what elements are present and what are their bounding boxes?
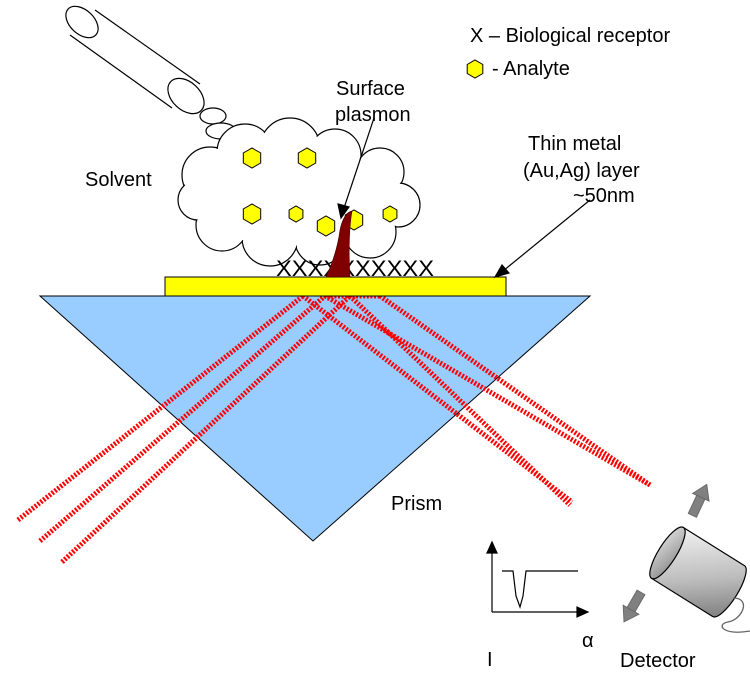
metal-label-3: ~50nm — [573, 185, 635, 207]
light-beam — [16, 294, 305, 522]
surface-plasmon-label-1: Surface — [336, 78, 405, 100]
axis-y-label: I — [487, 649, 493, 671]
surface-plasmon — [325, 210, 353, 278]
light-beams — [16, 293, 652, 564]
legend-analyte-text: - Analyte — [492, 58, 570, 80]
prism-label: Prism — [391, 493, 442, 515]
solvent-cloud — [177, 117, 421, 267]
light-beam — [378, 293, 652, 488]
detector-arrows — [622, 483, 710, 623]
analyte-hexagon — [288, 205, 304, 223]
hexagon-icon — [466, 59, 484, 79]
receptor-row: XXXXXXXXXX — [276, 256, 434, 281]
analyte-hexagon — [382, 205, 398, 223]
detector-label: Detector — [620, 650, 696, 672]
detector-cable — [721, 597, 750, 633]
solvent-label: Solvent — [85, 169, 152, 191]
metal-label-1: Thin metal — [528, 133, 621, 155]
legend-receptor-text: X – Biological receptor — [470, 25, 670, 47]
cylinder-detector-icon — [649, 526, 747, 618]
light-beam — [60, 294, 352, 564]
analyte-hexagon — [242, 147, 262, 169]
tube-injector-icon — [65, 5, 237, 140]
analyte-hexagon — [242, 203, 262, 225]
axis-x-label: α — [582, 630, 594, 652]
analyte-hexagon — [297, 147, 317, 169]
intensity-angle-plot — [486, 540, 590, 618]
surface-plasmon-label-2: plasmon — [335, 104, 411, 126]
light-beam — [323, 293, 652, 488]
pointer-arrows — [337, 117, 591, 278]
light-beam — [38, 294, 327, 543]
analyte-hexagon — [316, 215, 336, 237]
metal-label-2: (Au,Ag) layer — [523, 160, 640, 182]
light-beam — [348, 294, 572, 507]
